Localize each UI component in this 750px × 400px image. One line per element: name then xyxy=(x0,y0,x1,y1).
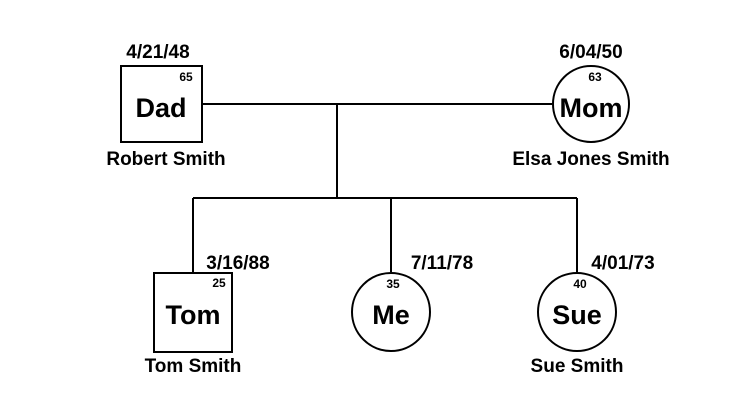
node-label: Sue xyxy=(552,300,602,330)
age-label: 63 xyxy=(588,70,602,84)
female-symbol xyxy=(552,65,630,143)
birth-date: 3/16/88 xyxy=(206,253,269,274)
node-label: Tom xyxy=(166,300,221,330)
full-name: Sue Smith xyxy=(531,356,624,377)
age-label: 25 xyxy=(212,276,226,290)
female-symbol xyxy=(537,272,617,352)
birth-date: 4/01/73 xyxy=(591,253,654,274)
age-label: 65 xyxy=(179,70,193,84)
birth-date: 4/21/48 xyxy=(126,42,189,63)
node-label: Me xyxy=(372,300,410,330)
person-tom: 3/16/88 25 Tom Tom Smith xyxy=(145,253,270,377)
full-name: Tom Smith xyxy=(145,356,242,377)
birth-date: 7/11/78 xyxy=(411,253,473,274)
node-label: Dad xyxy=(135,93,186,123)
person-dad: 4/21/48 65 Dad Robert Smith xyxy=(106,42,225,170)
male-symbol xyxy=(120,65,203,143)
female-symbol xyxy=(351,272,431,352)
node-label: Mom xyxy=(560,93,623,123)
full-name: Elsa Jones Smith xyxy=(512,149,669,170)
full-name: Robert Smith xyxy=(106,149,225,170)
person-sue: 4/01/73 40 Sue Sue Smith xyxy=(531,253,655,377)
person-mom: 6/04/50 63 Mom Elsa Jones Smith xyxy=(512,42,669,170)
age-label: 40 xyxy=(573,277,587,291)
birth-date: 6/04/50 xyxy=(559,42,622,63)
person-me: 7/11/78 35 Me xyxy=(351,253,473,352)
age-label: 35 xyxy=(386,277,400,291)
male-symbol xyxy=(153,272,233,353)
